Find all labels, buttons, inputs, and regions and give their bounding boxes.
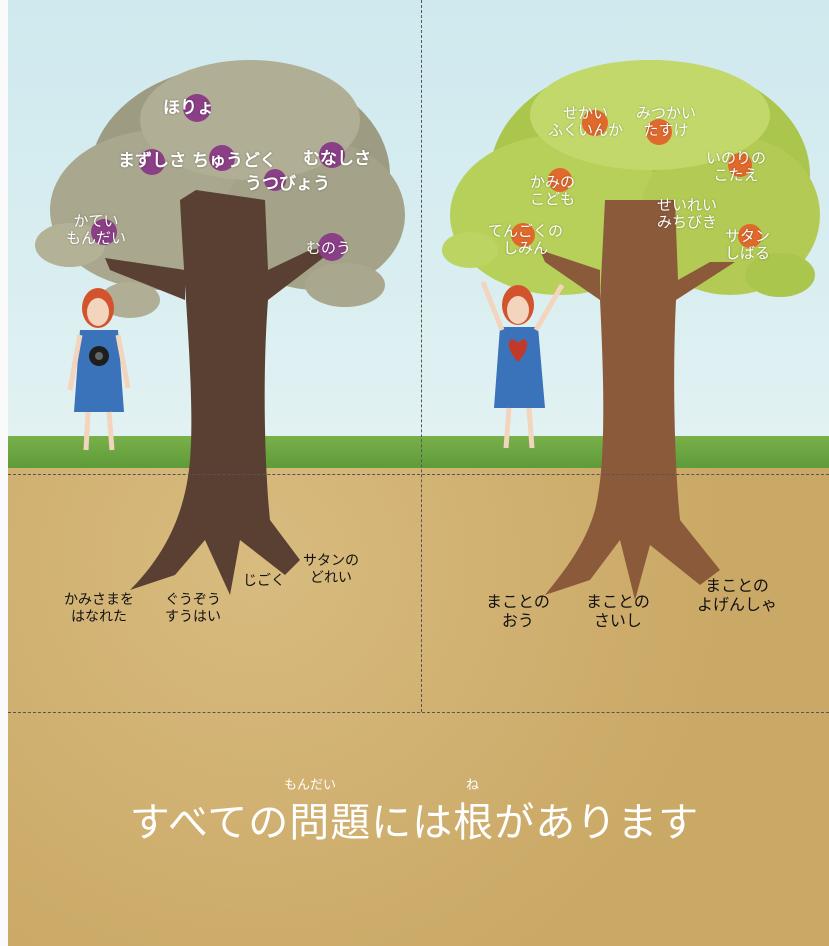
left-tree-canopy bbox=[35, 60, 405, 318]
fruit-label: かてい もんだい bbox=[66, 212, 127, 247]
ground-divider bbox=[8, 474, 829, 475]
root-label: じごく bbox=[243, 573, 285, 589]
fruit-label: むなしさ bbox=[303, 149, 371, 169]
ruby-ne: ね bbox=[466, 778, 480, 793]
sad-girl-figure bbox=[67, 288, 131, 451]
fruit-label: かみの こども bbox=[530, 173, 576, 208]
root-label: まことの よげんしゃ bbox=[697, 576, 778, 614]
root-label: まことの おう bbox=[486, 592, 550, 630]
fruit-label: うつびょう bbox=[245, 174, 330, 194]
fruit-label: せいれい みちびき bbox=[657, 196, 718, 231]
page-title: すべての問題には根があります bbox=[129, 800, 700, 846]
fruit-label: ほりょ bbox=[163, 98, 214, 118]
right-fruits bbox=[511, 110, 762, 248]
caption-divider bbox=[8, 712, 829, 713]
left-fruits bbox=[91, 94, 346, 261]
vertical-divider bbox=[421, 0, 422, 712]
left-tree-trunk bbox=[105, 190, 340, 595]
ruby-mondai: もんだい bbox=[284, 778, 337, 793]
root-label: ぐうぞう すうはい bbox=[165, 592, 221, 625]
fruit-label: せかい ふくいんか bbox=[548, 104, 624, 139]
root-label: まことの さいし bbox=[586, 592, 650, 630]
root-label: サタンの どれい bbox=[303, 553, 359, 586]
fruit-label: ちゅうどく bbox=[192, 151, 277, 171]
grass-strip bbox=[8, 436, 829, 470]
happy-girl-figure bbox=[480, 281, 565, 449]
fruit-label: いのりの こたえ bbox=[706, 149, 767, 184]
fruit-label: むのう bbox=[306, 239, 352, 257]
fruit-label: てんごくの しみん bbox=[488, 222, 564, 257]
root-label: かみさまを はなれた bbox=[64, 592, 134, 625]
fruit-label: まずしさ bbox=[118, 151, 186, 171]
right-tree-trunk bbox=[540, 200, 735, 600]
fruit-label: サタン しばる bbox=[725, 227, 771, 262]
fruit-label: みつかい たすけ bbox=[636, 104, 697, 139]
